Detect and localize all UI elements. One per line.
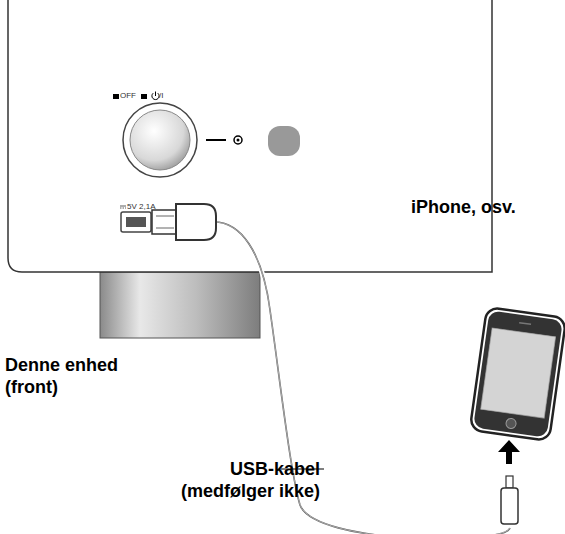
dc-symbol: [120, 208, 126, 209]
cable-label: USB-kabel (medfølger ikke): [148, 458, 320, 502]
usb-plug-body: [176, 204, 216, 240]
lightning-tip: [506, 476, 513, 488]
indicator-led: [234, 136, 242, 144]
device-label: iPhone, osv.: [411, 196, 561, 218]
unit-housing: [8, 0, 492, 272]
usb-port-inner: [126, 217, 146, 227]
knob: [130, 110, 190, 170]
power-symbol-bar: [155, 92, 156, 97]
switch-label: /I: [159, 91, 163, 101]
usb-plug-detail: [156, 228, 174, 229]
lightning-plug: [501, 488, 518, 524]
off-marker: [113, 94, 119, 99]
rating-label: 5V 2,1A: [127, 202, 155, 212]
iphone: [470, 307, 565, 441]
insert-arrow: [498, 440, 520, 464]
usb-plug-metal: [152, 210, 178, 234]
knob-ring: [123, 103, 197, 177]
unit-stand: [100, 272, 260, 338]
indicator-led-dot: [237, 139, 240, 142]
usb-plug-detail: [156, 216, 174, 217]
sensor: [268, 126, 300, 156]
unit-label: Denne enhed (front): [5, 354, 130, 398]
indicator-line: [206, 139, 226, 141]
usb-port: [121, 212, 151, 232]
switch-label: OFF: [120, 91, 136, 101]
dc-symbol: [120, 206, 126, 207]
on-marker: [141, 94, 147, 99]
